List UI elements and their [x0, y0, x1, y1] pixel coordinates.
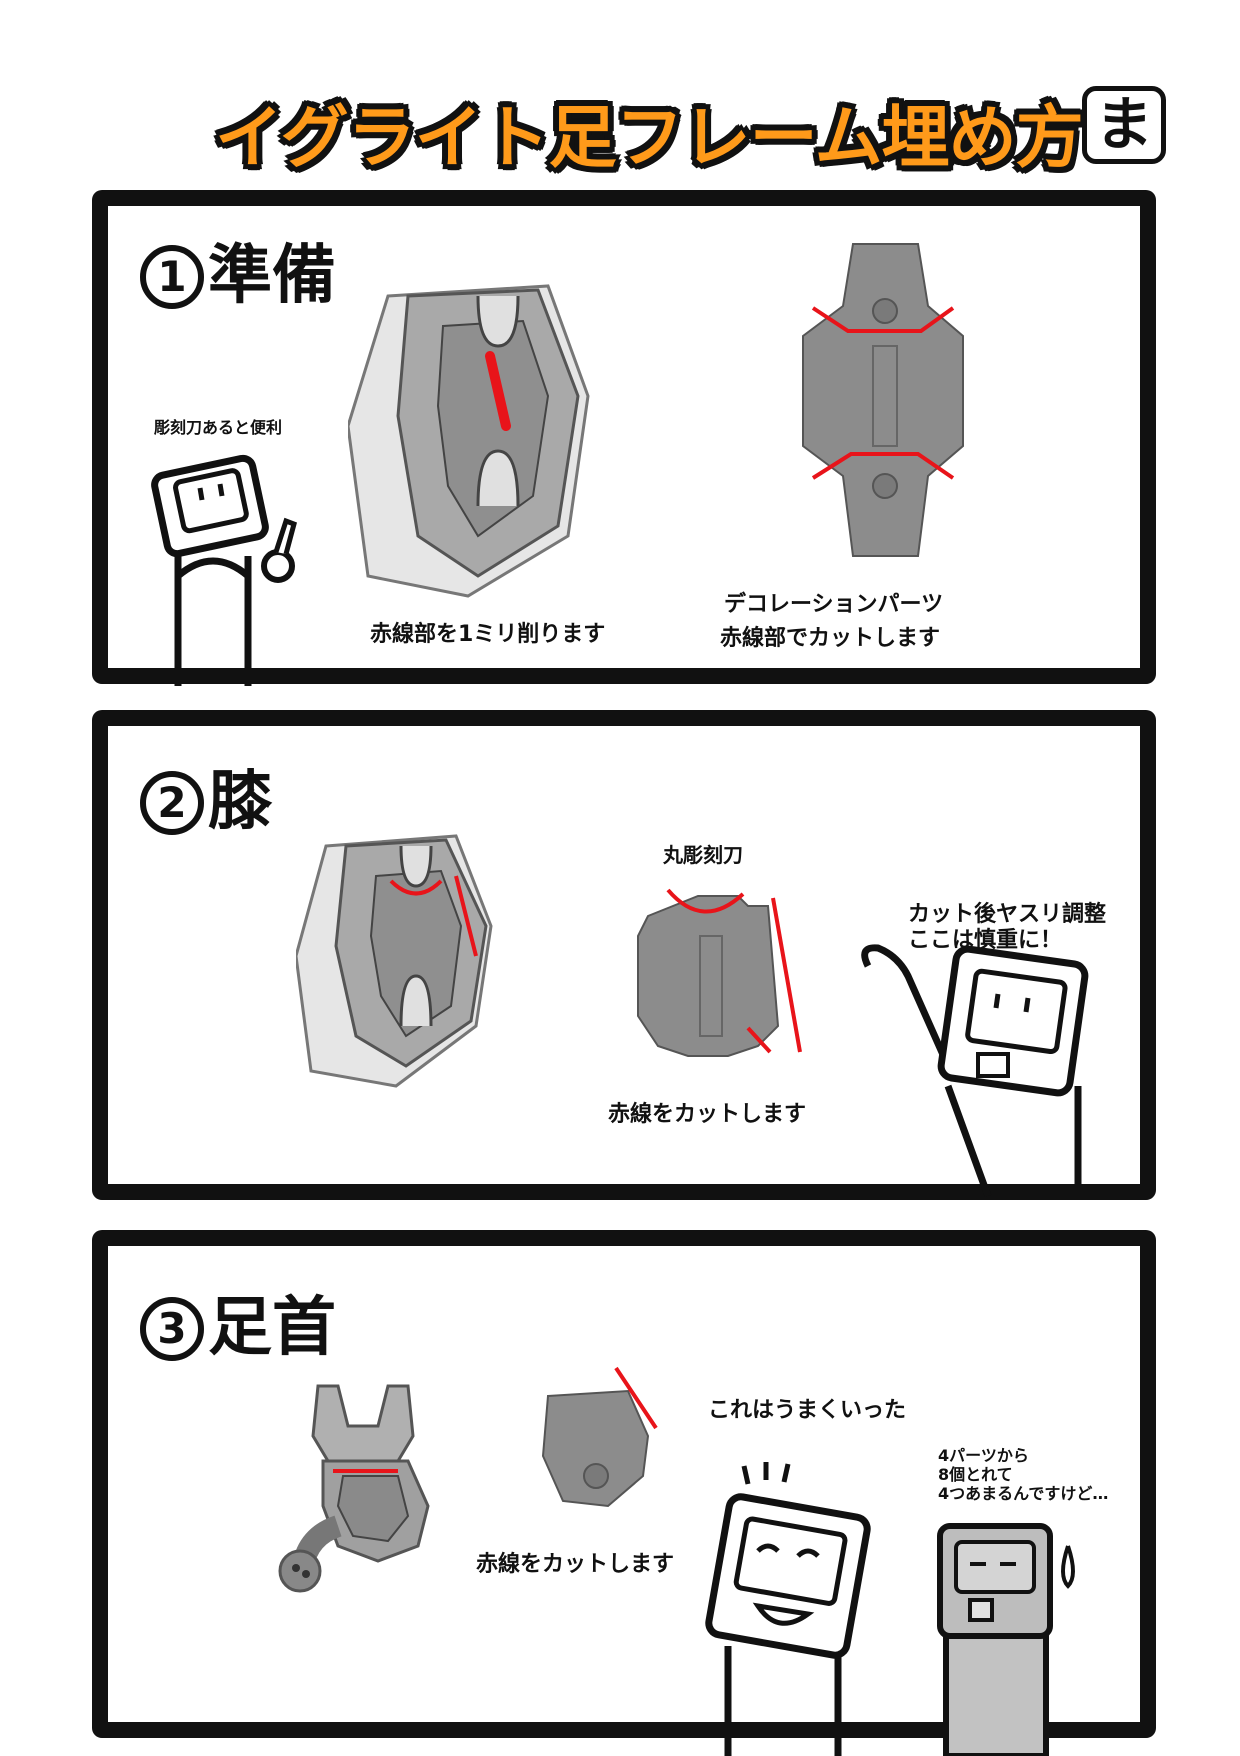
ankle-joint-part	[278, 1384, 430, 1593]
caption-decoration-line2: 赤線部でカットします	[720, 626, 941, 651]
decoration-cut-part	[637, 888, 802, 1057]
tool-label: 丸彫刻刀	[663, 843, 743, 867]
caption-shave: 赤線部を1ミリ削ります	[370, 622, 606, 647]
robot-character-gray	[937, 1523, 1075, 1756]
robot-character-happy	[705, 1462, 871, 1756]
caption-cut: 赤線をカットします	[608, 1102, 807, 1127]
speech-leftover-line2: 8個とれて	[938, 1465, 1013, 1484]
knee-frame-part	[296, 834, 493, 1088]
speech-line1: カット後ヤスリ調整	[908, 902, 1107, 927]
robot-character-with-knife	[151, 454, 297, 686]
caption-cut: 赤線をカットします	[476, 1552, 675, 1577]
robot-character-pointing	[861, 944, 1089, 1198]
speech-leftover-line3: 4つあまるんですけど…	[938, 1484, 1109, 1503]
decoration-part	[802, 243, 964, 557]
speech-success: これはうまくいった	[708, 1398, 907, 1423]
speech-text: 彫刻刀あると便利	[154, 418, 283, 437]
author-logo: ま	[1082, 86, 1166, 164]
speech-leftover-line1: 4パーツから	[938, 1446, 1029, 1465]
page-title: イグライト足フレーム埋め方	[215, 99, 1084, 178]
step-number: 2	[140, 771, 204, 835]
caption-decoration-line1: デコレーションパーツ	[724, 592, 944, 617]
leg-frame-part	[348, 284, 590, 598]
ankle-cut-part	[541, 1366, 658, 1508]
step-number: 1	[140, 245, 204, 309]
speech-line2: ここは慎重に！	[908, 928, 1063, 953]
step-number: 3	[140, 1297, 204, 1361]
